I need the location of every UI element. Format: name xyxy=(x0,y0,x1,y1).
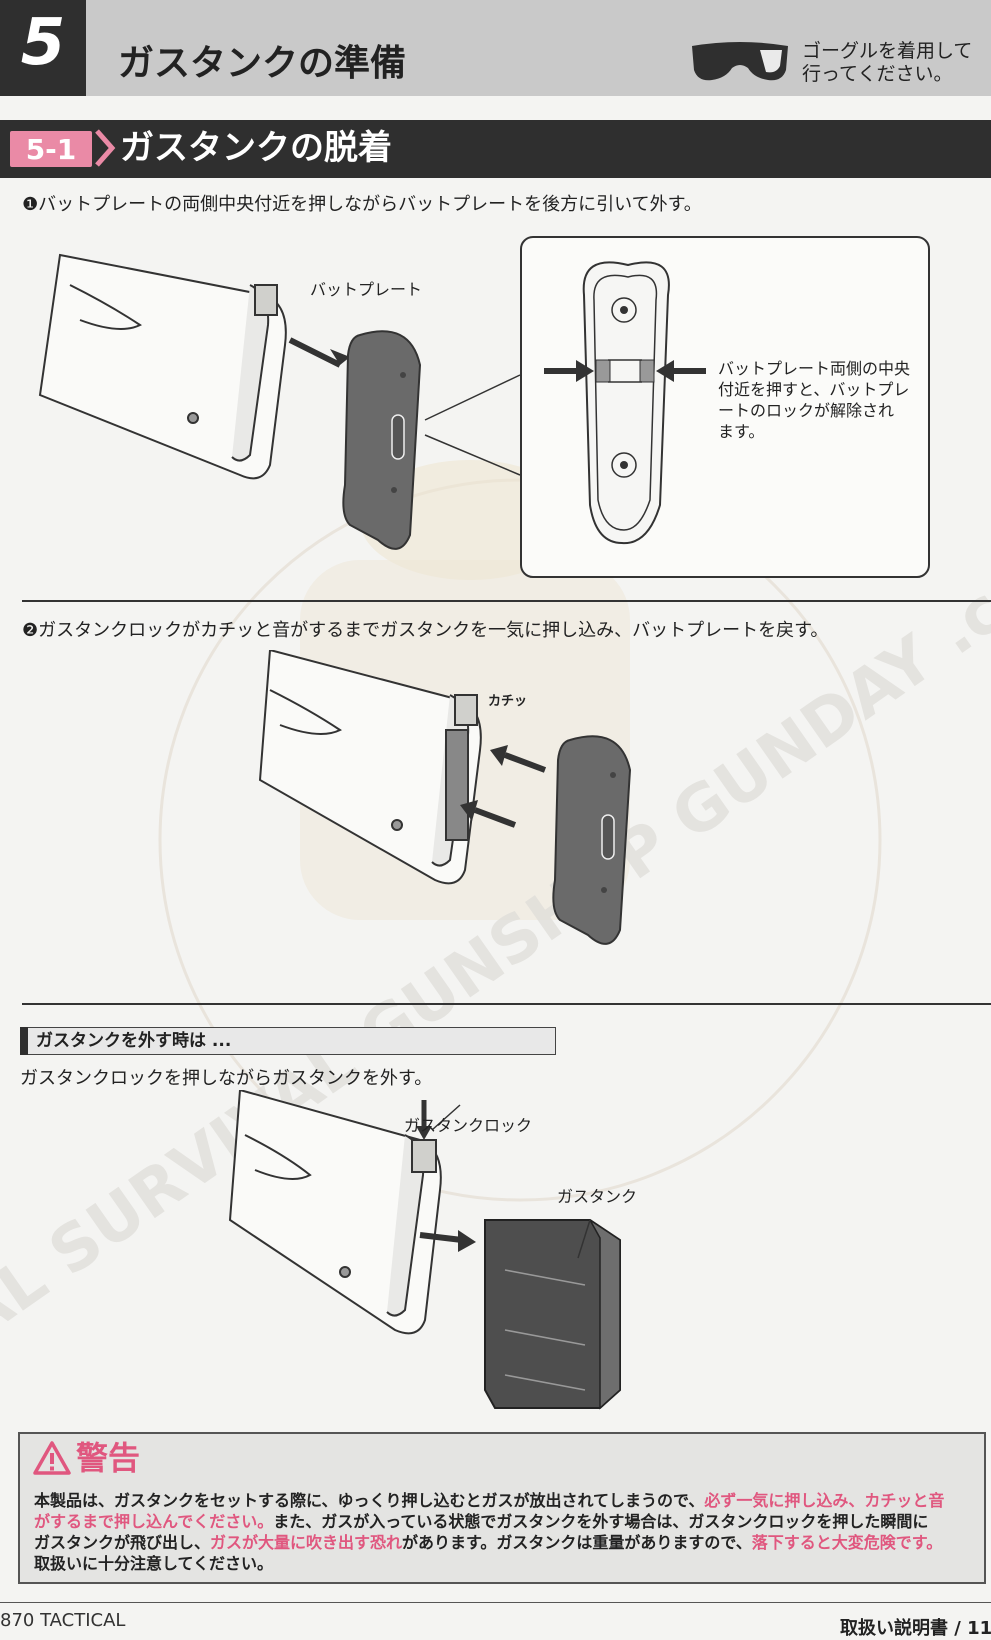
figure-gastank-insert xyxy=(258,650,632,945)
footer-rule xyxy=(0,1602,991,1603)
warning-line-2: がするまで押し込んでください。また、ガスが入っている状態でガスタンクを外す場合は… xyxy=(34,1511,976,1532)
warning-emphasis: 落下すると大変危険です。 xyxy=(751,1533,943,1552)
stock-illustration xyxy=(258,650,482,885)
page-title: ガスタンクの準備 xyxy=(118,43,407,84)
header-band xyxy=(0,0,991,96)
note-line: 付近を押すと、バットプレ xyxy=(718,380,910,399)
gastank-illustration xyxy=(484,1219,621,1410)
warning-body: 本製品は、ガスタンクをセットする際に、ゆっくり押し込むとガスが放出されてしまうの… xyxy=(34,1490,976,1574)
goggle-icon xyxy=(692,42,788,81)
warning-line-4: 取扱いに十分注意してください。 xyxy=(34,1554,274,1573)
section-bar xyxy=(0,120,991,178)
warning-title: 警告 xyxy=(76,1439,141,1477)
step-2: ❷ガスタンクロックがカチッと音がするまでガスタンクを一気に押し込み、バットプレー… xyxy=(22,619,828,643)
removal-instruction: ガスタンクロックを押しながらガスタンクを外す。 xyxy=(20,1068,433,1089)
footer-product-name: 870 TACTICAL xyxy=(0,1610,126,1631)
label-gastank-lock: ガスタンクロック xyxy=(404,1116,533,1135)
step-1-marker: ❶ xyxy=(22,194,39,215)
divider xyxy=(22,1003,991,1005)
buttplate-release-note: バットプレート両側の中央 付近を押すと、バットプレ ートのロックが解除され ます… xyxy=(718,358,938,442)
note-line: ます。 xyxy=(718,422,765,441)
buttplate-illustration xyxy=(342,330,422,550)
note-line: ートのロックが解除され xyxy=(718,401,895,420)
section-tag-label: 5-1 xyxy=(25,133,77,166)
buttplate-inner-view xyxy=(582,261,670,545)
step-2-marker: ❷ xyxy=(22,620,39,641)
warning-triangle-icon xyxy=(33,1441,71,1475)
section-title: ガスタンクの脱着 xyxy=(120,128,392,168)
warning-emphasis: 必ず一気に押し込み、カチッと音 xyxy=(704,1491,945,1510)
warning-text: また、ガスが入っている状態でガスタンクを外す場合は、ガスタンクロックを押した瞬間… xyxy=(273,1512,929,1531)
warning-box xyxy=(18,1432,986,1584)
goggle-note-line2: 行ってください。 xyxy=(802,63,953,85)
figure-buttplate-removal xyxy=(38,236,930,578)
warning-emphasis: ガスが大量に吹き出す恐れ xyxy=(210,1533,403,1552)
label-gastank: ガスタンク xyxy=(557,1187,638,1206)
removal-subheading-box xyxy=(20,1027,556,1055)
figure-gastank-removal xyxy=(228,1090,621,1410)
label-buttplate: バットプレート xyxy=(310,280,423,299)
step-2-text: ガスタンクロックがカチッと音がするまでガスタンクを一気に押し込み、バットプレート… xyxy=(38,620,829,641)
warning-text: 本製品は、ガスタンクをセットする際に、ゆっくり押し込むとガスが放出されてしまうの… xyxy=(34,1491,705,1510)
removal-subheading: ガスタンクを外す時は ... xyxy=(36,1031,232,1051)
warning-line-3: ガスタンクが飛び出し、ガスが大量に吹き出す恐れがあります。ガスタンクは重量があり… xyxy=(34,1532,976,1553)
section-tag xyxy=(10,131,92,167)
warning-emphasis: がするまで押し込んでください。 xyxy=(34,1512,274,1531)
press-arrows xyxy=(544,360,706,382)
buttplate-illustration xyxy=(552,735,632,945)
stock-illustration xyxy=(38,253,287,480)
step-1-text: バットプレートの両側中央付近を押しながらバットプレートを後方に引いて外す。 xyxy=(38,194,702,215)
label-click-sound: カチッ xyxy=(488,694,528,709)
section-number-box xyxy=(0,0,86,96)
warning-line-1: 本製品は、ガスタンクをセットする際に、ゆっくり押し込むとガスが放出されてしまうの… xyxy=(34,1490,976,1511)
section-number: 5 xyxy=(20,6,66,80)
footer-page-label: 取扱い説明書 / 11 xyxy=(840,1618,991,1639)
goggle-note: ゴーグルを着用して 行ってください。 xyxy=(802,40,991,86)
note-line: バットプレート両側の中央 xyxy=(718,359,911,378)
warning-text: があります。ガスタンクは重量がありますので、 xyxy=(402,1533,752,1552)
divider xyxy=(22,600,991,602)
stock-illustration xyxy=(228,1090,442,1335)
removal-subheading-bar xyxy=(20,1027,28,1055)
chevron-right-icon xyxy=(95,129,116,167)
step-1: ❶バットプレートの両側中央付近を押しながらバットプレートを後方に引いて外す。 xyxy=(22,193,702,217)
goggle-note-line1: ゴーグルを着用して xyxy=(802,40,973,62)
warning-text: ガスタンクが飛び出し、 xyxy=(34,1533,211,1552)
